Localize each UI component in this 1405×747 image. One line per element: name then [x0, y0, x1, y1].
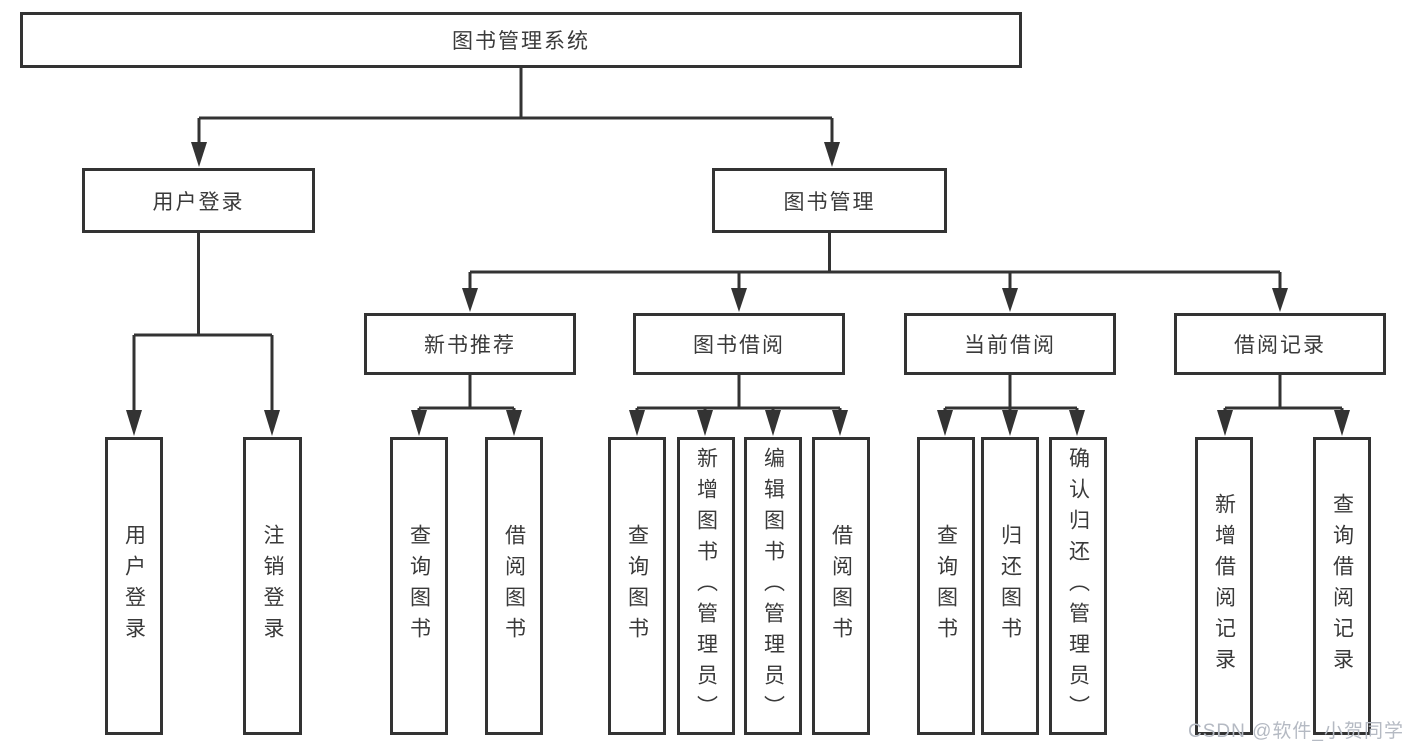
csdn-watermark: CSDN @软件_小贺同学 — [1188, 721, 1404, 742]
connector-new-book-children — [417, 375, 516, 413]
leaf-label: 借阅图书 — [829, 524, 853, 648]
leaf-add-borrow-record: 新增借阅记录 — [1195, 437, 1253, 735]
arrow-down-icon — [1069, 410, 1085, 436]
arrow-down-icon — [1002, 410, 1018, 436]
leaf-label: 查询图书 — [407, 524, 431, 648]
node-label: 图书借阅 — [693, 334, 785, 357]
arrow-down-icon — [411, 410, 427, 436]
leaf-query-books-recommend: 查询图书 — [390, 437, 448, 735]
arrow-down-icon — [462, 288, 478, 312]
leaf-label: 注销登录 — [261, 524, 284, 648]
leaf-label: 查询借阅记录 — [1330, 493, 1354, 679]
connector-book-management-children — [468, 233, 1282, 290]
arrow-down-icon — [629, 410, 645, 436]
leaf-query-books-current: 查询图书 — [917, 437, 975, 735]
node-label: 图书管理 — [783, 190, 876, 214]
connector-borrow-records-children — [1223, 375, 1344, 413]
arrow-down-icon — [937, 410, 953, 436]
leaf-label: 查询图书 — [625, 524, 649, 648]
leaf-add-book-admin: 新增图书（管理员） — [677, 437, 735, 735]
leaf-label: 新增借阅记录 — [1212, 493, 1236, 679]
node-book-management: 图书管理 — [712, 168, 947, 233]
connector-user-login-children — [132, 233, 274, 412]
arrow-down-icon — [697, 410, 713, 436]
node-current-borrow: 当前借阅 — [904, 313, 1116, 375]
node-user-login: 用户登录 — [82, 168, 315, 233]
connector-current-borrow-children — [943, 375, 1079, 413]
leaf-return-book: 归还图书 — [981, 437, 1039, 735]
leaf-label: 借阅图书 — [502, 524, 526, 648]
leaf-logout-login: 注销登录 — [243, 437, 302, 735]
leaf-query-books-borrow: 查询图书 — [608, 437, 666, 735]
leaf-label: 确认归还（管理员） — [1066, 446, 1090, 726]
arrow-down-icon — [191, 142, 207, 167]
node-borrow-records: 借阅记录 — [1174, 313, 1386, 375]
node-library-system: 图书管理系统 — [20, 12, 1022, 68]
leaf-label: 编辑图书（管理员） — [761, 446, 785, 726]
arrow-down-icon — [1272, 288, 1288, 312]
leaf-query-borrow-record: 查询借阅记录 — [1313, 437, 1371, 735]
leaf-label: 用户登录 — [122, 524, 146, 648]
leaf-confirm-return-admin: 确认归还（管理员） — [1049, 437, 1107, 735]
leaf-edit-book-admin: 编辑图书（管理员） — [744, 437, 802, 735]
node-new-book-recommend: 新书推荐 — [364, 313, 576, 375]
arrow-down-icon — [126, 410, 142, 436]
node-label: 借阅记录 — [1234, 334, 1326, 357]
arrow-down-icon — [824, 142, 840, 167]
leaf-user-login: 用户登录 — [105, 437, 163, 735]
arrow-down-icon — [1002, 288, 1018, 312]
leaf-borrow-books-recommend: 借阅图书 — [485, 437, 543, 735]
arrowheads — [126, 142, 1350, 436]
leaf-borrow-books-borrow: 借阅图书 — [812, 437, 870, 735]
arrow-down-icon — [832, 410, 848, 436]
arrow-down-icon — [264, 410, 280, 436]
leaf-label: 查询图书 — [934, 524, 958, 648]
node-book-borrow: 图书借阅 — [633, 313, 845, 375]
connector-root-to-level2 — [197, 68, 834, 144]
leaf-label: 归还图书 — [998, 524, 1022, 648]
connector-book-borrow-children — [635, 375, 842, 413]
arrow-down-icon — [506, 410, 522, 436]
node-label: 用户登录 — [152, 190, 245, 214]
arrow-down-icon — [765, 410, 781, 436]
leaf-label: 新增图书（管理员） — [694, 446, 718, 726]
node-label: 新书推荐 — [424, 334, 516, 357]
node-label: 图书管理系统 — [452, 30, 590, 53]
arrow-down-icon — [1334, 410, 1350, 436]
arrow-down-icon — [731, 288, 747, 312]
arrow-down-icon — [1217, 410, 1233, 436]
node-label: 当前借阅 — [964, 334, 1056, 357]
